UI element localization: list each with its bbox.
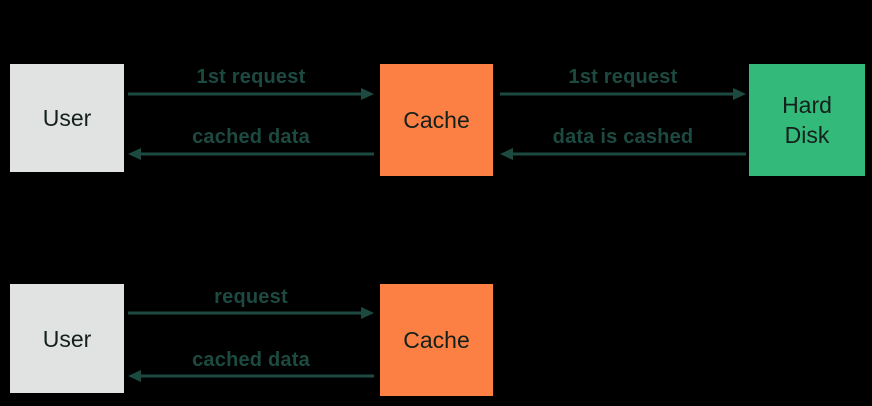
arrow-cache-to-user-row2: [128, 370, 374, 382]
node-cache-row1: Cache: [380, 64, 493, 176]
arrow-user-to-cache-row1: [128, 88, 374, 100]
node-user-row2-label: User: [42, 325, 92, 352]
node-cache-row2-label: Cache: [403, 327, 470, 353]
edge-label-cached-data-row2: cached data: [192, 349, 310, 371]
edge-label-data-is-cashed: data is cashed: [552, 126, 694, 148]
arrow-hard-disk-to-cache: [500, 148, 746, 160]
node-user-row1-label: User: [42, 105, 92, 131]
edge-label-1st-request-cache-disk: 1st request: [568, 66, 678, 88]
node-user-row2: User: [10, 284, 124, 393]
edge-label-request: request: [214, 286, 288, 308]
node-hard-disk: Hard Disk: [749, 64, 865, 176]
node-cache-row2: Cache: [380, 284, 493, 396]
node-hard-disk-label: Hard Disk: [782, 92, 832, 148]
edge-label-cached-data-row1: cached data: [192, 126, 310, 148]
edge-label-1st-request-user-cache: 1st request: [196, 66, 306, 88]
arrow-user-to-cache-row2: [128, 307, 374, 319]
arrow-cache-to-hard-disk: [500, 88, 746, 100]
node-user-row1: User: [10, 64, 124, 172]
node-cache-row1-label: Cache: [403, 107, 470, 133]
arrow-cache-to-user-row1: [128, 148, 374, 160]
